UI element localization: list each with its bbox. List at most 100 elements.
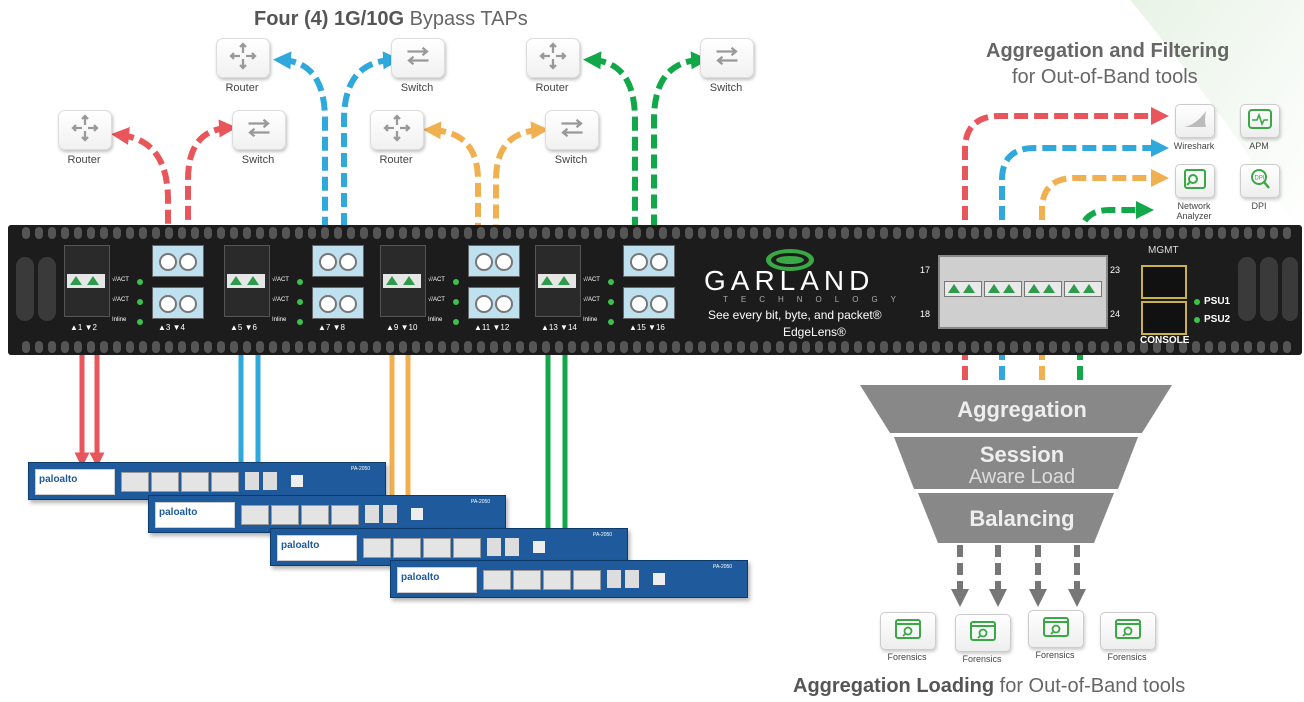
led-inline-label: Inline (272, 317, 287, 323)
firewall-model: PA-2050 (593, 532, 613, 538)
router-icon (228, 41, 258, 76)
psu1-label: PSU1 (1204, 296, 1231, 307)
tool-wireshark (1175, 104, 1215, 138)
tool-label: DPI (1251, 201, 1267, 211)
led-act-label: √/ACT (112, 297, 129, 303)
led-act-label: √/ACT (583, 297, 600, 303)
forensics-tool-4 (1100, 612, 1156, 650)
port-number-label: ▲7 ▼8 (318, 323, 345, 332)
status-led (453, 299, 459, 305)
svg-text:DPI: DPI (1255, 175, 1265, 181)
router-icon (382, 113, 412, 148)
monitor-port-block-1[interactable] (152, 245, 204, 323)
router-label: Router (67, 154, 101, 166)
status-led (137, 319, 143, 325)
switch-icon (711, 41, 743, 76)
port-number-label: ▲15 ▼16 (629, 323, 665, 332)
console-label: CONSOLE (1140, 335, 1190, 346)
forensics-tool-1 (880, 612, 936, 650)
console-port[interactable] (1141, 301, 1187, 335)
port-number-label: ▲9 ▼10 (386, 323, 418, 332)
forensics-icon (894, 618, 922, 645)
led-act-label: √/ACT (272, 277, 289, 283)
status-led (453, 319, 459, 325)
led-act-label: √/ACT (428, 277, 445, 283)
forensics-icon (969, 620, 997, 647)
router-device-7 (526, 38, 580, 78)
port-number-label: ▲3 ▼4 (158, 323, 185, 332)
status-led (297, 279, 303, 285)
funnel-aware-load: Aware Load (968, 466, 1076, 488)
switch-device-4 (391, 38, 445, 78)
pulse-monitor-icon (1247, 108, 1273, 135)
switch-device-6 (545, 110, 599, 150)
tagline: See every bit, byte, and packet® (708, 308, 882, 322)
network-port-block-2[interactable] (224, 245, 270, 317)
led-act-label: √/ACT (583, 277, 600, 283)
sfp-number-23: 23 (1110, 265, 1121, 275)
forensics-label: Forensics (1107, 652, 1147, 662)
network-analyzer-icon (1182, 168, 1208, 195)
sfp-number-17: 17 (920, 265, 931, 275)
router-label: Router (535, 82, 569, 94)
mgmt-port[interactable] (1141, 265, 1187, 299)
port-number-label: ▲5 ▼6 (230, 323, 257, 332)
switch-label: Switch (709, 82, 743, 94)
sfp-number-24: 24 (1110, 309, 1121, 319)
psu2-label: PSU2 (1204, 314, 1231, 325)
funnel-session: Session (979, 442, 1065, 467)
brand-name: GARLAND (704, 265, 875, 296)
product-name: EdgeLens® (783, 325, 846, 339)
switch-icon (556, 113, 588, 148)
paloalto-logo: paloalto (401, 572, 440, 583)
switch-icon (243, 113, 275, 148)
status-led (608, 279, 614, 285)
switch-device-2 (232, 110, 286, 150)
network-port-block-1[interactable] (64, 245, 110, 317)
sfp-port-20[interactable] (1064, 281, 1102, 297)
forensics-icon (1114, 618, 1142, 645)
dpi-search-icon: DPI (1247, 167, 1273, 196)
router-label: Router (225, 82, 259, 94)
sfp-number-18: 18 (920, 309, 931, 319)
forensics-label: Forensics (1035, 650, 1075, 660)
funnel-aggregation: Aggregation (957, 397, 1087, 422)
switch-label: Switch (400, 82, 434, 94)
mgmt-label: MGMT (1148, 245, 1179, 256)
forensics-label: Forensics (887, 652, 927, 662)
network-port-block-3[interactable] (380, 245, 426, 317)
monitor-port-block-2[interactable] (312, 245, 364, 323)
brand-sub: TECHNOLOGY (723, 295, 910, 304)
sfp-port-17[interactable] (944, 281, 982, 297)
router-icon (538, 41, 568, 76)
led-act-label: √/ACT (112, 277, 129, 283)
tool-apm (1240, 104, 1280, 138)
bypass-taps-title: Four (4) 1G/10G Bypass TAPs (254, 8, 528, 30)
forensics-icon (1042, 616, 1070, 643)
status-led (608, 299, 614, 305)
paloalto-logo: paloalto (159, 507, 198, 518)
status-led (137, 279, 143, 285)
forensics-label: Forensics (962, 654, 1002, 664)
tool-label: Network Analyzer (1176, 201, 1212, 221)
shark-fin-icon (1182, 109, 1208, 134)
psu1-led (1194, 299, 1200, 305)
network-port-block-4[interactable] (535, 245, 581, 317)
port-number-label: ▲13 ▼14 (541, 323, 577, 332)
tool-label: Wireshark (1173, 141, 1215, 151)
tool-network-analyzer (1175, 164, 1215, 198)
monitor-port-block-3[interactable] (468, 245, 520, 323)
switch-icon (402, 41, 434, 76)
led-act-label: √/ACT (272, 297, 289, 303)
switch-label: Switch (241, 154, 275, 166)
monitor-port-block-4[interactable] (623, 245, 675, 323)
router-label: Router (379, 154, 413, 166)
aggregation-filtering-title: Aggregation and Filtering (986, 40, 1230, 62)
sfp-port-18[interactable] (984, 281, 1022, 297)
sfp-port-19[interactable] (1024, 281, 1062, 297)
load-balancing-funnel (860, 385, 1172, 543)
